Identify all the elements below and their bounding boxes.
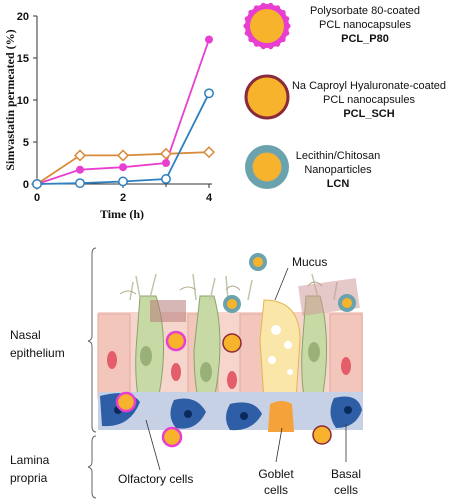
coating-dot (248, 36, 254, 43)
nasal-epithelium-label-1: Nasal (10, 328, 41, 342)
pcl-p80-core (250, 9, 284, 43)
x-tick-label: 2 (120, 192, 126, 204)
nasal-epithelium-diagram: Mucus Nasal epithelium Lamina propria Ol… (10, 247, 363, 499)
lamina-propria-label-2: propria (10, 471, 48, 485)
coating-dot (274, 41, 281, 47)
mucus-label: Mucus (292, 255, 327, 269)
data-point-pcl-p80 (119, 163, 127, 172)
coating-dot (244, 16, 250, 22)
legend-item-2-code: PCL_SCH (343, 108, 394, 120)
series-layer (30, 35, 216, 191)
y-tick-label: 20 (17, 11, 29, 23)
legend-item-pcl-p80: Polysorbate 80-coated PCL nanocapsules P… (243, 2, 420, 50)
data-point-pcl-sch (159, 147, 173, 160)
x-axis-title: Time (h) (100, 207, 144, 221)
goblet-cells-label-1: Goblet (258, 467, 294, 481)
y-tick-label: 5 (23, 137, 29, 149)
y-tick-label: 15 (17, 53, 29, 65)
coating-dot (243, 23, 249, 29)
basal-cells-label-1: Basal (331, 467, 361, 481)
legend-item-2-line-2: PCL nanocapsules (323, 94, 415, 106)
epithelium-brace (87, 247, 97, 433)
legend-item-3-line-2: Nanoparticles (304, 164, 372, 176)
coating-dot (285, 23, 291, 29)
data-point-lcn (75, 178, 85, 189)
coating-dot (253, 41, 260, 47)
y-tick-label: 0 (23, 179, 29, 191)
permeation-chart: 0 5 10 15 20 0 2 4 Simvastatin permeated (%) Ti… (3, 11, 216, 221)
olfactory-pointer (145, 419, 161, 471)
lamina-brace (87, 435, 97, 499)
legend-item-1-line-1: Polysorbate 80-coated (310, 5, 420, 17)
data-point-pcl-p80 (76, 165, 84, 174)
coating-dot (244, 30, 250, 36)
polysorbate-coating-dots (243, 2, 291, 50)
coating-dot (268, 44, 274, 50)
coating-dot (268, 2, 274, 8)
coating-dot (248, 9, 254, 16)
legend-item-1-line-2: PCL nanocapsules (319, 19, 411, 31)
legend-item-1-code: PCL_P80 (341, 33, 389, 45)
nasal-epithelium-label-2: epithelium (10, 346, 65, 360)
axis-ticks: 0 5 10 15 20 0 2 4 (17, 11, 213, 204)
goblet-cells-label-2: cells (264, 483, 288, 497)
x-tick-label: 0 (34, 192, 40, 204)
goblet-pointer (275, 427, 283, 463)
data-point-lcn (118, 176, 128, 187)
data-point-pcl-p80 (205, 35, 213, 44)
coating-dot (284, 16, 290, 22)
data-point-lcn (32, 179, 42, 189)
data-point-pcl-sch (73, 149, 87, 162)
data-point-pcl-p80 (162, 159, 170, 167)
series-line-pcl-p80 (36, 39, 210, 185)
legend: Polysorbate 80-coated PCL nanocapsules P… (243, 2, 446, 190)
x-tick-label: 4 (206, 192, 213, 204)
data-point-pcl-sch (116, 149, 130, 162)
data-point-lcn (204, 88, 214, 99)
y-axis-title: Simvastatin permeated (%) (3, 29, 17, 170)
coating-dot (280, 9, 286, 16)
legend-item-pcl-sch: Na Caproyl Hyaluronate-coated PCL nanoca… (244, 74, 446, 120)
basal-cells-label-2: cells (334, 483, 358, 497)
data-point-lcn (161, 174, 171, 184)
legend-item-2-line-1: Na Caproyl Hyaluronate-coated (292, 80, 446, 92)
goblet-secretion (268, 401, 294, 432)
olfactory-cells-label: Olfactory cells (118, 472, 193, 486)
coating-dot (274, 5, 281, 11)
coating-dot (253, 5, 260, 11)
nanoparticles (115, 253, 356, 448)
legend-item-3-line-1: Lecithin/Chitosan (296, 150, 380, 162)
lcn-core (252, 152, 282, 182)
coating-dot (284, 30, 290, 36)
data-point-pcl-sch (202, 146, 216, 159)
lamina-propria-label-1: Lamina (10, 453, 50, 467)
legend-item-lcn: Lecithin/Chitosan Nanoparticles LCN (245, 145, 380, 190)
coating-dot (260, 2, 266, 8)
coating-dot (280, 36, 286, 43)
y-tick-label: 10 (17, 95, 29, 107)
legend-item-3-code: LCN (327, 178, 350, 190)
coating-dot (260, 44, 266, 50)
mucus-pointer (274, 267, 289, 301)
pcl-sch-nanocapsule-icon (244, 74, 290, 120)
